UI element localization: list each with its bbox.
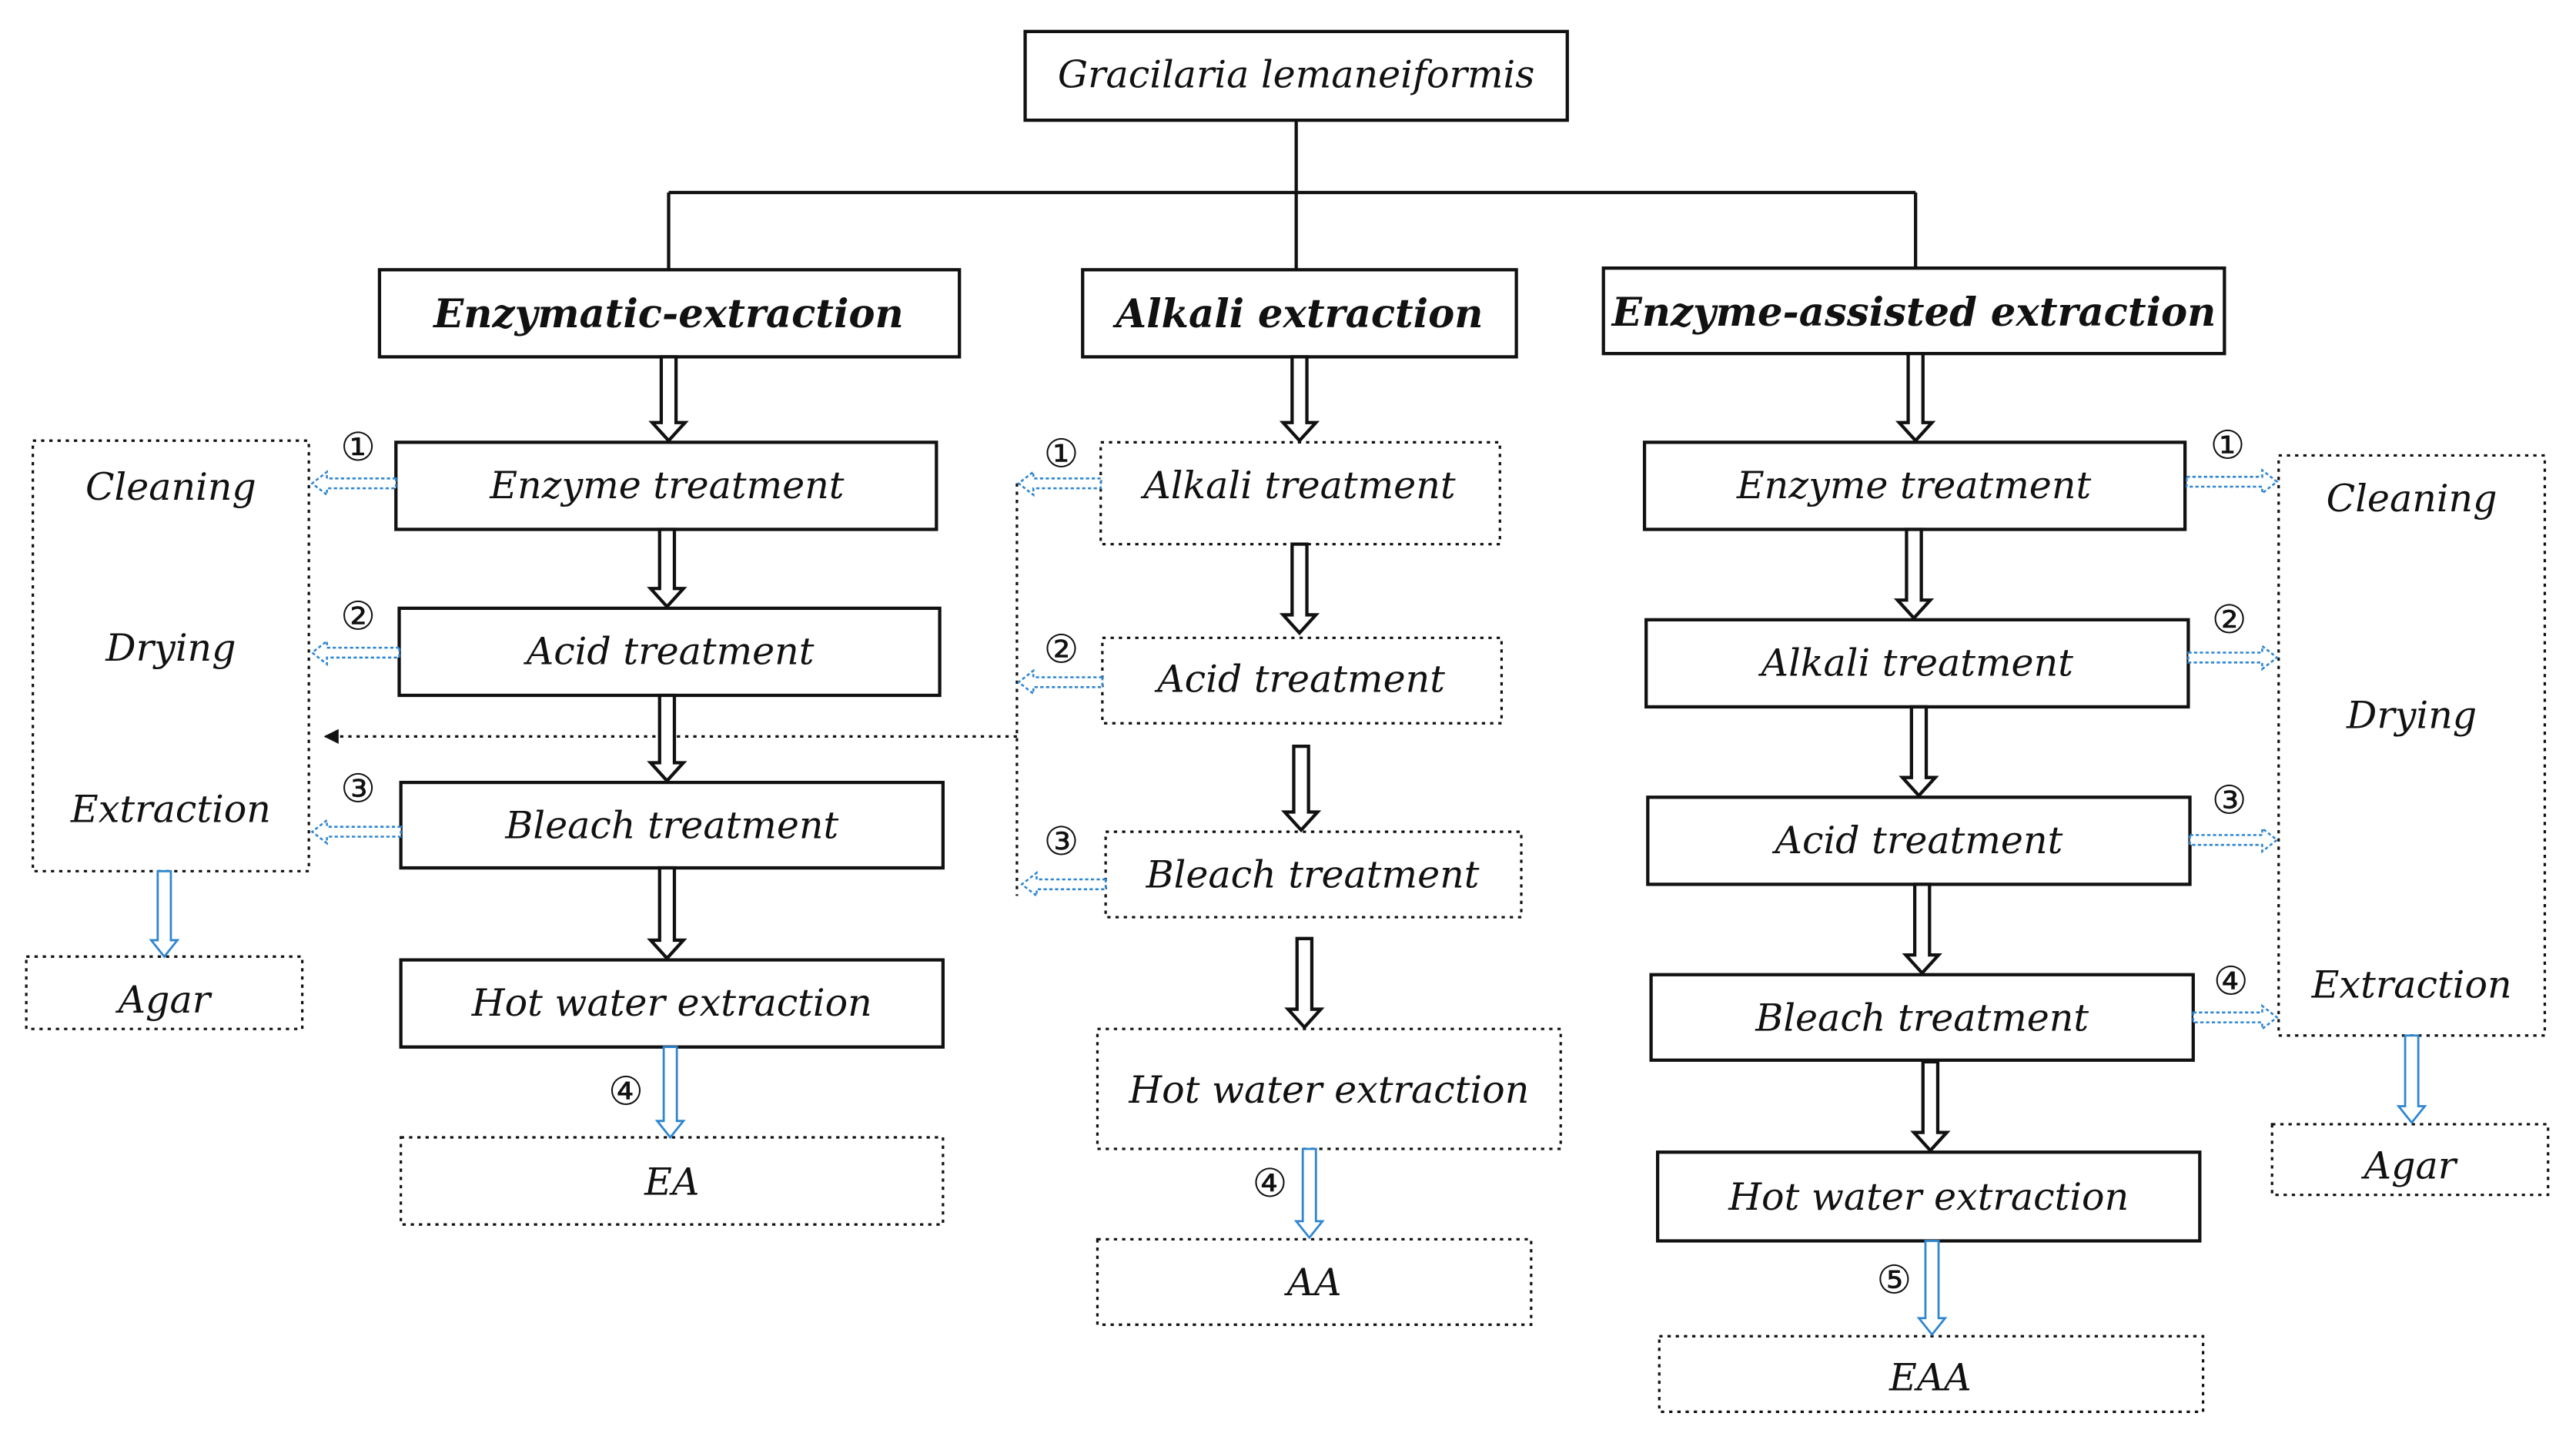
tree-connectors	[667, 120, 1918, 270]
flow-arrow	[1899, 705, 1939, 799]
side-arrow	[1020, 870, 1107, 898]
flow-arrow	[1895, 352, 1936, 444]
flow-arrow	[1279, 355, 1320, 444]
method-header-alkali: Alkali extraction	[1081, 268, 1518, 359]
product-arrow	[654, 1046, 686, 1140]
flow-arrow	[647, 693, 687, 784]
step-label: Acid treatment	[1772, 818, 2063, 862]
source-box: Gracilaria lemaneiformis	[1023, 29, 1569, 122]
flow-arrow	[1279, 542, 1320, 636]
step-box-enzymatic-enzyme: Enzyme treatment	[394, 440, 938, 531]
side-arrow	[1016, 668, 1104, 696]
step-marker: ①	[1044, 430, 1079, 477]
step-marker: ③	[1044, 819, 1079, 865]
side-arrow	[2187, 644, 2279, 671]
step-marker: ①	[340, 424, 376, 471]
side-step-cleaning: Cleaning	[2327, 476, 2497, 521]
flow-arrow	[1910, 1060, 1951, 1154]
method-header-enzymatic: Enzymatic-extraction	[377, 268, 962, 359]
step-box-alkali-acid: Acid treatment	[1101, 636, 1504, 725]
side-product-right: Agar	[2270, 1123, 2550, 1197]
step-box-assisted-acid: Acid treatment	[1646, 795, 2192, 886]
side-arrow	[310, 638, 400, 667]
step-label: Bleach treatment	[504, 803, 838, 848]
side-process-left: Cleaning Drying Extraction	[32, 439, 310, 872]
step-label: Hot water extraction	[1728, 1174, 2129, 1219]
step-marker: ②	[2212, 597, 2247, 643]
step-marker: ④	[2213, 958, 2249, 1004]
step-marker: ②	[340, 594, 376, 640]
step-marker: ③	[2212, 778, 2247, 824]
side-arrow	[2192, 1003, 2279, 1031]
method-header-enzyme-assisted: Enzyme-assisted extraction	[1601, 266, 2226, 356]
step-box-assisted-hot-water: Hot water extraction	[1656, 1150, 2202, 1243]
step-box-enzymatic-acid: Acid treatment	[397, 606, 942, 698]
side-product-left: Agar	[25, 955, 304, 1030]
product-box-eaa: EAA	[1658, 1335, 2205, 1413]
side-process-right: Cleaning Drying Extraction	[2277, 454, 2547, 1037]
step-label: Enzyme treatment	[489, 463, 845, 507]
product-arrow	[1916, 1240, 1948, 1337]
step-box-alkali-bleach: Bleach treatment	[1104, 830, 1523, 919]
step-label: Acid treatment	[1154, 657, 1445, 702]
flow-arrow	[1902, 882, 1942, 976]
side-arrows	[310, 468, 2279, 1031]
step-label: Hot water extraction	[1128, 1067, 1529, 1112]
product-label-aa: AA	[1284, 1260, 1342, 1304]
step-box-enzymatic-hot-water: Hot water extraction	[399, 958, 945, 1049]
step-label: Hot water extraction	[471, 980, 872, 1025]
step-label: Bleach treatment	[1755, 995, 2089, 1040]
step-label: Bleach treatment	[1146, 852, 1480, 897]
product-arrow	[149, 869, 180, 959]
flow-arrow	[1893, 527, 1935, 621]
side-step-cleaning: Cleaning	[85, 464, 256, 509]
step-marker: ③	[340, 766, 376, 812]
step-label: Alkali treatment	[1758, 640, 2074, 685]
step-label: Enzyme treatment	[1736, 463, 2092, 507]
method-title-alkali: Alkali extraction	[1112, 291, 1483, 337]
product-arrow	[1293, 1147, 1325, 1240]
product-arrow	[2396, 1034, 2427, 1125]
step-marker: ②	[1044, 626, 1079, 672]
step-marker: ①	[2210, 423, 2246, 469]
step-label: Alkali treatment	[1140, 463, 1456, 507]
source-label: Gracilaria lemaneiformis	[1058, 52, 1535, 96]
product-box-aa: AA	[1096, 1237, 1533, 1326]
product-box-ea: EA	[400, 1136, 945, 1226]
step-box-assisted-bleach: Bleach treatment	[1649, 973, 2195, 1062]
flow-arrow	[1284, 936, 1325, 1030]
step-box-assisted-enzyme: Enzyme treatment	[1642, 440, 2187, 531]
flow-arrow	[647, 866, 687, 961]
side-product-label: Agar	[115, 977, 212, 1022]
flow-arrow	[648, 355, 689, 444]
step-box-assisted-alkali: Alkali treatment	[1644, 618, 2190, 709]
side-arrow	[2185, 468, 2279, 496]
side-step-drying: Drying	[2346, 693, 2477, 738]
side-arrow	[1016, 470, 1102, 497]
step-marker: ⑤	[1876, 1257, 1912, 1304]
step-marker: ④	[1253, 1160, 1288, 1207]
method-title-enzymatic: Enzymatic-extraction	[432, 291, 904, 337]
flow-arrow	[647, 527, 687, 609]
side-step-drying: Drying	[105, 625, 236, 670]
method-title-enzyme-assisted: Enzyme-assisted extraction	[1611, 290, 2216, 336]
flow-arrow	[1280, 745, 1322, 833]
step-markers: ① ② ③ ④ ① ② ③ ④ ① ② ③ ④ ⑤	[340, 423, 2249, 1304]
step-box-alkali-alkali: Alkali treatment	[1099, 440, 1501, 546]
side-arrow	[310, 818, 402, 846]
side-arrow	[310, 470, 397, 497]
step-marker: ④	[608, 1068, 644, 1114]
side-arrow	[2189, 826, 2279, 854]
step-box-alkali-hot-water: Hot water extraction	[1096, 1027, 1562, 1150]
side-step-extraction: Extraction	[2311, 963, 2512, 1007]
product-label-eaa: EAA	[1889, 1355, 1972, 1400]
step-box-enzymatic-bleach: Bleach treatment	[399, 780, 945, 870]
side-step-extraction: Extraction	[70, 786, 271, 831]
side-product-label: Agar	[2361, 1143, 2458, 1187]
product-label-ea: EA	[644, 1160, 699, 1204]
flow-arrows	[149, 352, 2427, 1337]
step-label: Acid treatment	[524, 628, 815, 673]
